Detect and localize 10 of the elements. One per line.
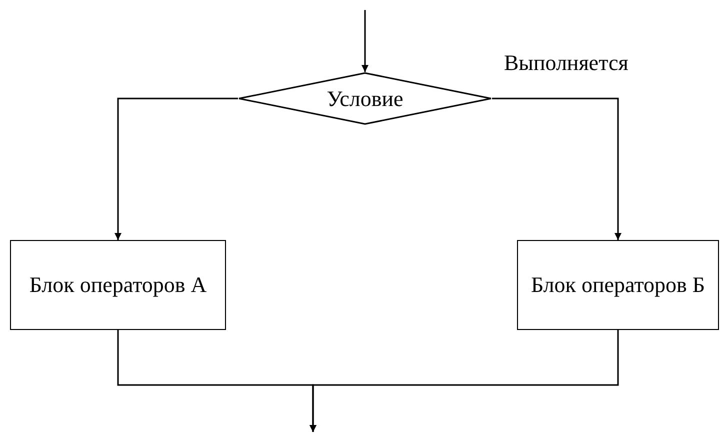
node-text: Условие [326,84,404,113]
process-box [10,240,226,330]
arrow [310,330,619,432]
process-box [517,240,719,330]
node-text: Блок операторов Б [530,271,706,300]
node-text: Блок операторов А [29,271,207,300]
arrow [362,10,368,72]
decision-diamond [238,72,492,125]
arrow [114,98,238,240]
arrow [492,98,622,240]
